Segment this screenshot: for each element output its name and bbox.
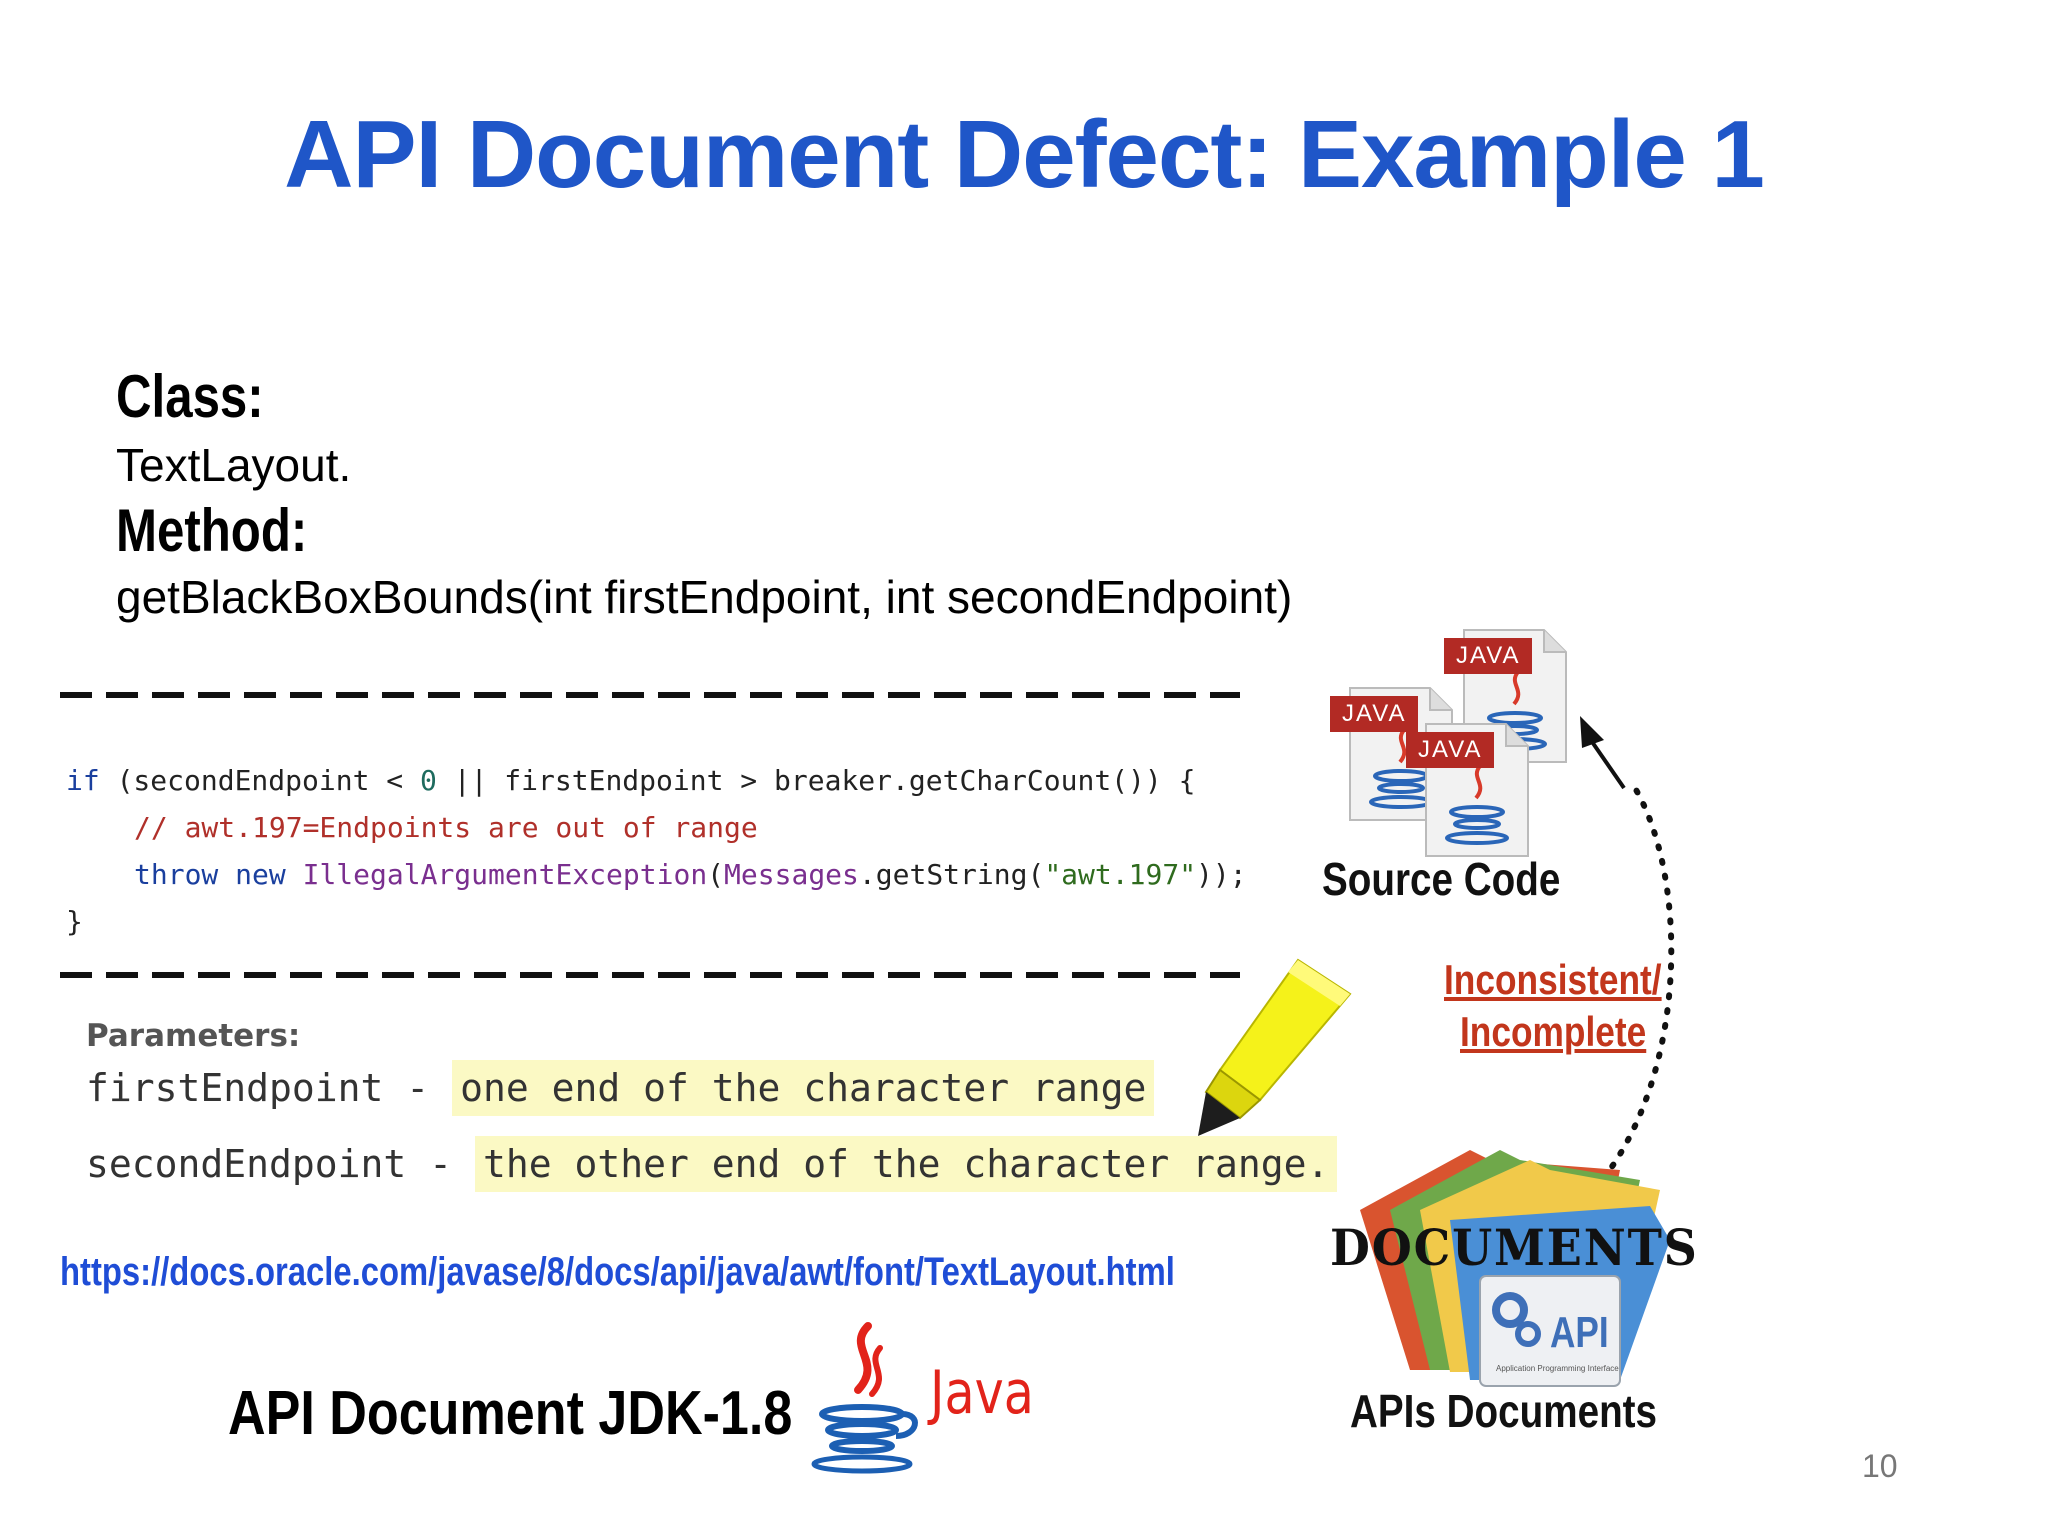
java-wordmark: Java bbox=[930, 1358, 1034, 1428]
code-keyword: new bbox=[235, 858, 286, 891]
code-operator: < bbox=[386, 764, 404, 797]
code-text: .getString( bbox=[858, 858, 1045, 891]
code-string: "awt.197" bbox=[1044, 858, 1197, 891]
documents-word: DOCUMENTS bbox=[1330, 1218, 1699, 1277]
java-file-icon: JAVA bbox=[1406, 720, 1532, 860]
code-keyword: throw bbox=[134, 858, 219, 891]
dotted-arrow-icon bbox=[1580, 716, 1675, 1193]
method-heading: Method: bbox=[116, 497, 308, 564]
code-text: (secondEndpoint bbox=[99, 764, 387, 797]
relation-label-line-2: Incomplete bbox=[1460, 1008, 1647, 1055]
code-text: )); bbox=[1196, 858, 1247, 891]
code-line-3: throw new IllegalArgumentException(Messa… bbox=[134, 858, 1247, 891]
documents-folders-icon: DOCUMENTS API Application Programming In… bbox=[1320, 1110, 1697, 1400]
class-heading: Class: bbox=[116, 363, 264, 430]
api-badge: API bbox=[1550, 1308, 1609, 1357]
java-logo: Java bbox=[806, 1318, 1066, 1478]
param-dash: - bbox=[383, 1066, 453, 1110]
relation-label-line-1: Inconsistent/ bbox=[1444, 956, 1662, 1003]
code-line-2-comment: // awt.197=Endpoints are out of range bbox=[134, 811, 758, 844]
code-line-4: } bbox=[66, 905, 83, 938]
param-name: firstEndpoint bbox=[86, 1066, 384, 1110]
param-2: secondEndpoint - the other end of the ch… bbox=[86, 1136, 1338, 1192]
page-number: 10 bbox=[1862, 1448, 1898, 1484]
apis-documents-label: APIs Documents bbox=[1350, 1385, 1658, 1437]
slide-title: API Document Defect: Example 1 bbox=[284, 101, 1765, 208]
java-badge: JAVA bbox=[1330, 696, 1419, 732]
parameters-heading: Parameters: bbox=[86, 1018, 301, 1054]
api-badge-subtitle: Application Programming Interface bbox=[1496, 1364, 1619, 1373]
source-code-label: Source Code bbox=[1322, 853, 1561, 905]
method-signature: getBlackBoxBounds(int firstEndpoint, int… bbox=[116, 571, 1293, 623]
code-class: Messages bbox=[724, 858, 859, 891]
java-badge: JAVA bbox=[1444, 638, 1533, 674]
code-class: IllegalArgumentException bbox=[302, 858, 708, 891]
java-coffee-cup-icon bbox=[811, 1322, 918, 1474]
jdk-label: API Document JDK-1.8 bbox=[228, 1379, 793, 1448]
class-name: TextLayout. bbox=[116, 439, 352, 491]
dashed-separator-bottom bbox=[60, 972, 1240, 978]
code-text: || firstEndpoint > breaker.getCharCount(… bbox=[436, 764, 1196, 797]
code-space bbox=[286, 858, 303, 891]
code-line-1: if (secondEndpoint < 0 || firstEndpoint … bbox=[66, 764, 1195, 797]
param-description-highlight: one end of the character range bbox=[452, 1060, 1155, 1116]
param-name: secondEndpoint bbox=[86, 1142, 407, 1186]
documentation-link[interactable]: https://docs.oracle.com/javase/8/docs/ap… bbox=[60, 1250, 1175, 1294]
code-space bbox=[403, 764, 420, 797]
code-number: 0 bbox=[420, 764, 437, 797]
java-badge: JAVA bbox=[1406, 732, 1495, 768]
dashed-separator-top bbox=[60, 692, 1240, 698]
param-description-highlight: the other end of the character range. bbox=[474, 1136, 1338, 1192]
java-files-icon: JAVA JAVA JAVA bbox=[1312, 620, 1592, 857]
highlighter-marker-icon bbox=[1198, 958, 1352, 1136]
code-text: ( bbox=[707, 858, 725, 891]
param-dash: - bbox=[406, 1142, 475, 1186]
code-space bbox=[218, 858, 235, 891]
code-keyword: if bbox=[66, 764, 100, 797]
param-1: firstEndpoint - one end of the character… bbox=[86, 1060, 1155, 1116]
